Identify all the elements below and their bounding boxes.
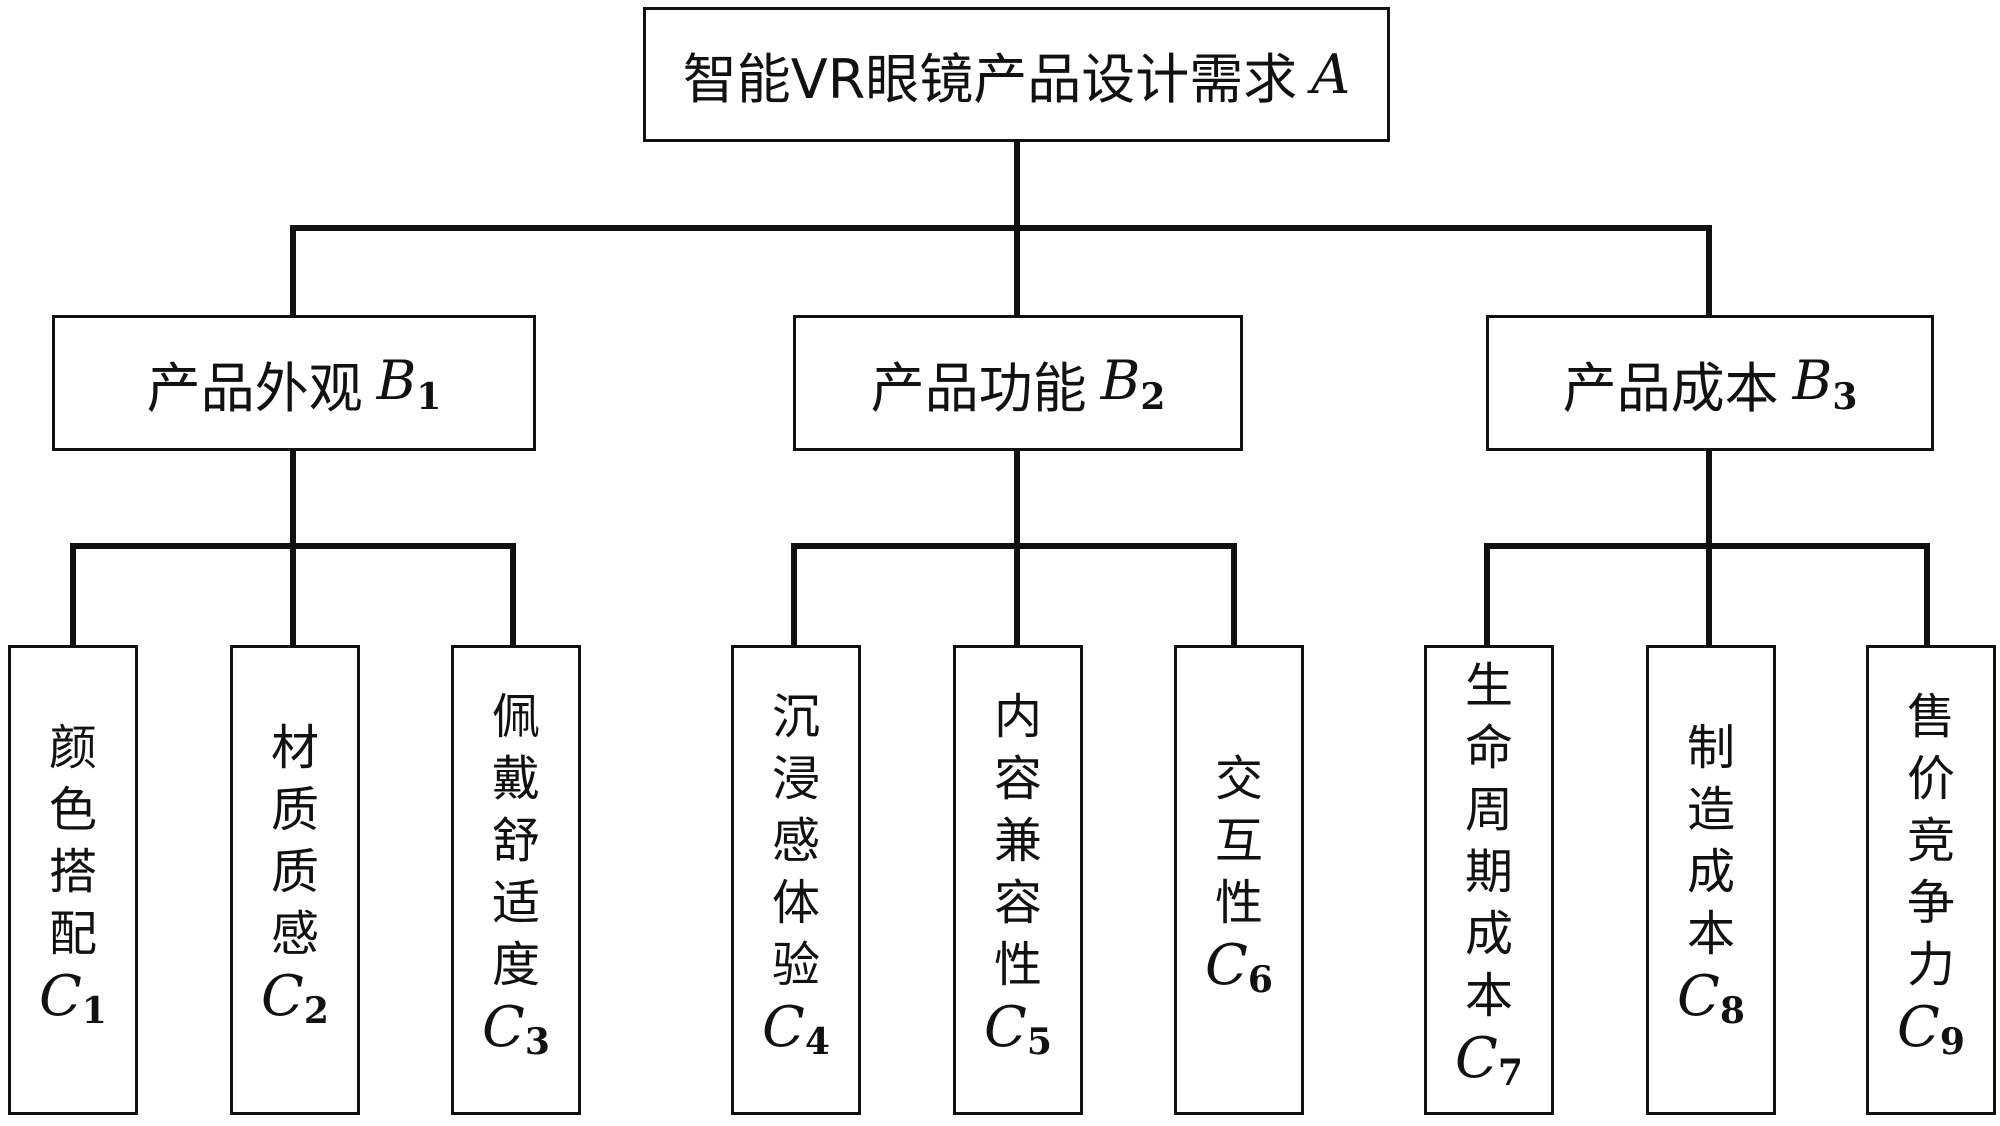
connector-c1-up (70, 543, 76, 647)
connector-b3-up (1706, 225, 1712, 317)
subcriterion-symbol: C8 (1677, 964, 1745, 1033)
subcriterion-label: 制造成本 (1686, 720, 1735, 962)
subcriterion-label: 沉浸感体验 (771, 689, 820, 993)
connector-c4-up (791, 543, 797, 647)
subcriterion-label: 售价竞争力 (1906, 689, 1955, 993)
criterion-symbol: B3 (1792, 348, 1858, 418)
connector-c5-up (1014, 543, 1020, 647)
subcriterion-label: 生命周期成本 (1464, 658, 1513, 1024)
connector-level1-bar (290, 225, 1712, 231)
connector-b2-down (1014, 448, 1020, 546)
connector-c6-up (1231, 543, 1237, 647)
criterion-symbol: B2 (1100, 348, 1166, 418)
criterion-node: 产品外观 B1 (52, 315, 536, 451)
connector-b3-down (1706, 448, 1712, 546)
criterion-label: 产品成本 (1562, 356, 1779, 420)
criterion-symbol: B1 (376, 348, 442, 418)
root-symbol: A (1311, 43, 1351, 106)
connector-c3-up (510, 543, 516, 647)
subcriterion-symbol: C2 (261, 964, 329, 1033)
connector-c8-up (1706, 543, 1712, 647)
subcriterion-label: 佩戴舒适度 (491, 689, 540, 993)
subcriterion-label: 内容兼容性 (993, 689, 1042, 993)
connector-c2-up (290, 543, 296, 647)
connector-root-down (1014, 140, 1020, 228)
subcriterion-label: 交互性 (1214, 751, 1263, 931)
root-label: 智能VR眼镜产品设计需求 (682, 48, 1298, 111)
criterion-label: 产品功能 (870, 356, 1087, 420)
subcriterion-label: 颜色搭配 (48, 720, 97, 962)
criterion-node: 产品成本 B3 (1486, 315, 1934, 451)
subcriterion-symbol: C5 (984, 995, 1052, 1064)
criterion-node: 产品功能 B2 (793, 315, 1243, 451)
subcriterion-label: 材质质感 (270, 720, 319, 962)
connector-b1-up (290, 225, 296, 317)
subcriterion-symbol: C1 (39, 964, 107, 1033)
connector-c7-up (1484, 543, 1490, 647)
root-node: 智能VR眼镜产品设计需求 A (643, 7, 1390, 142)
subcriterion-symbol: C9 (1897, 995, 1965, 1064)
subcriterion-symbol: C3 (482, 995, 550, 1064)
subcriterion-symbol: C7 (1455, 1026, 1523, 1095)
connector-c9-up (1924, 543, 1930, 647)
subcriterion-symbol: C4 (762, 995, 830, 1064)
criterion-label: 产品外观 (146, 356, 363, 420)
connector-b2-up (1014, 225, 1020, 317)
connector-b1-down (290, 448, 296, 546)
subcriterion-symbol: C6 (1205, 933, 1273, 1002)
